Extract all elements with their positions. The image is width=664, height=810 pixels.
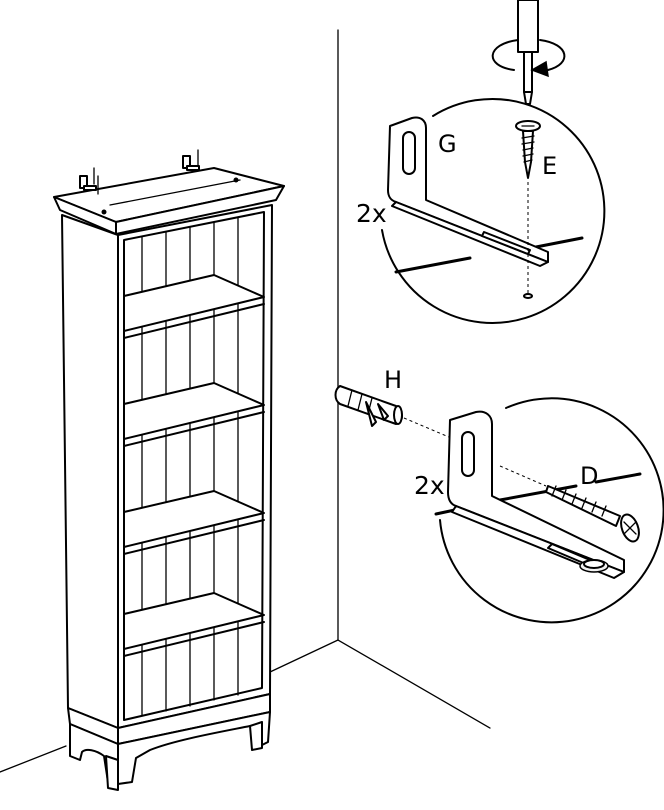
detail-top: G E 2x [356,0,606,324]
bracket-g [387,116,549,267]
room-corner [0,29,491,773]
screw-e [515,120,541,299]
bookcase [53,149,285,791]
bracket-bottom [447,410,625,579]
bookcase-base [67,693,271,791]
top-cornice [53,167,285,235]
label-screw-e: E [542,152,557,180]
label-quantity-top: 2x [356,199,387,228]
detail-bottom: H D 2x [334,366,664,624]
screw-d [499,465,640,543]
screwdriver-icon [517,0,539,105]
label-bracket-g: G [438,130,457,158]
top-brackets [79,149,200,195]
label-plug-h: H [384,366,402,394]
shelves [123,274,265,657]
label-screw-d: D [580,462,598,490]
rotate-clockwise-arrow-icon [491,39,566,78]
label-quantity-bottom: 2x [414,471,445,500]
wall-plug-h [334,385,457,441]
